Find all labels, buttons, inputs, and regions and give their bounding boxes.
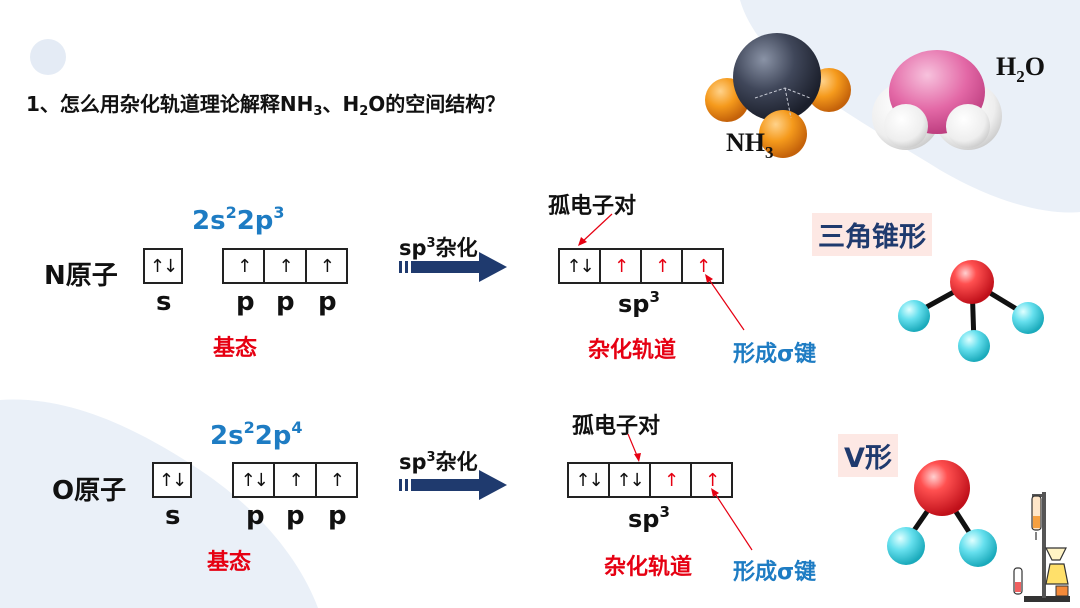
lone-pair-label: 孤电子对 — [572, 414, 661, 439]
h2o-label: H2O — [996, 52, 1045, 86]
trigonal-pyramid-model — [898, 260, 1044, 362]
orbital-cell: ↑↓ — [234, 464, 276, 496]
nh3-label: NH3 — [726, 128, 774, 162]
orbital-cell: ↑ — [319, 255, 335, 277]
hybrid-orbital-label: 杂化轨道 — [588, 338, 677, 363]
sp3-label: sp3 — [618, 288, 660, 318]
n-p-orbital-box: ↑ ↑ ↑ — [222, 248, 348, 284]
nh3-molecule-model — [705, 33, 851, 158]
sigma-bond-pointer — [711, 488, 753, 551]
p-label: p — [328, 501, 347, 531]
sigma-bond-pointer — [705, 274, 745, 331]
sigma-bond-label: 形成σ键 — [733, 342, 817, 367]
lone-pair-pointer — [578, 213, 613, 246]
ground-state-label: 基态 — [207, 550, 252, 575]
orbital-cell: ↑↓ — [149, 255, 178, 277]
hybridization-arrow — [399, 252, 507, 282]
orbital-cell: ↑ — [224, 250, 266, 282]
o-s-orbital-box: ↑↓ — [152, 462, 192, 498]
orbital-cell: ↑ — [642, 250, 683, 282]
sigma-bond-label: 形成σ键 — [733, 560, 817, 585]
n-electron-config: 2s22p3 — [192, 203, 285, 236]
o-electron-config: 2s22p4 — [210, 418, 303, 451]
ground-state-label: 基态 — [213, 336, 258, 361]
orbital-cell: ↑ — [704, 469, 720, 491]
sp3-label: sp3 — [628, 503, 670, 533]
hybrid-orbital-label: 杂化轨道 — [604, 555, 693, 580]
lab-equipment-icon — [1013, 492, 1070, 602]
o-atom-label: O原子 — [52, 476, 127, 506]
orbital-cell: ↑ — [695, 255, 711, 277]
orbital-cell: ↑ — [265, 250, 307, 282]
p-label: p — [318, 287, 337, 317]
orbital-cell: ↑↓ — [610, 464, 651, 496]
orbital-cell: ↑ — [275, 464, 317, 496]
s-label: s — [165, 501, 181, 531]
orbital-cell: ↑ — [601, 250, 642, 282]
orbital-cell: ↑ — [651, 464, 692, 496]
n-sp3-orbital-box: ↑↓ ↑ ↑ ↑ — [558, 248, 724, 284]
lone-pair-pointer — [627, 433, 641, 462]
s-label: s — [156, 287, 172, 317]
v-shape-model — [887, 460, 997, 567]
n-atom-label: N原子 — [44, 261, 118, 291]
page-title: 1、怎么用杂化轨道理论解释NH3、H2O的空间结构？ — [26, 92, 506, 119]
n-s-orbital-box: ↑↓ — [143, 248, 183, 284]
v-shape-tag: V形 — [838, 434, 898, 477]
p-label: p — [236, 287, 255, 317]
p-label: p — [286, 501, 305, 531]
hybridization-label: sp3杂化 — [399, 450, 478, 474]
o-p-orbital-box: ↑↓ ↑ ↑ — [232, 462, 358, 498]
orbital-cell: ↑↓ — [560, 250, 601, 282]
hybridization-arrow — [399, 470, 507, 500]
trigonal-pyramidal-tag: 三角锥形 — [812, 213, 932, 256]
h2o-molecule-model — [872, 50, 1002, 150]
p-label: p — [246, 501, 265, 531]
orbital-cell: ↑↓ — [569, 464, 610, 496]
lone-pair-label: 孤电子对 — [548, 194, 637, 219]
p-label: p — [276, 287, 295, 317]
orbital-cell: ↑ — [329, 469, 345, 491]
orbital-cell: ↑↓ — [158, 469, 187, 491]
o-sp3-orbital-box: ↑↓ ↑↓ ↑ ↑ — [567, 462, 733, 498]
hybridization-label: sp3杂化 — [399, 236, 478, 260]
